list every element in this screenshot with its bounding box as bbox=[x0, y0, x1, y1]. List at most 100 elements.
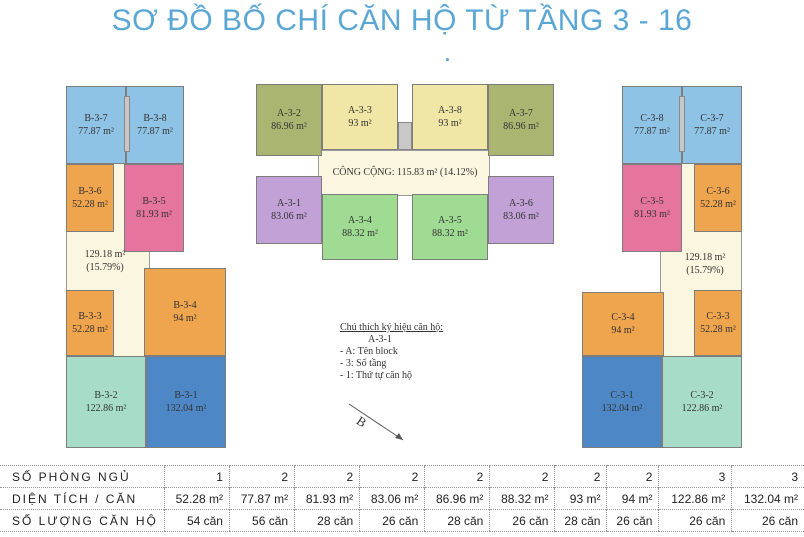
area-unit: m² bbox=[367, 228, 378, 239]
apartment-c-3-4[interactable]: C-3-4 94 m² bbox=[582, 292, 664, 356]
table-cell: 26 căn bbox=[489, 509, 555, 532]
apartment-code: A-3-5 bbox=[438, 215, 462, 226]
apartment-area: 52.28 bbox=[700, 199, 723, 210]
apartment-area: 52.28 bbox=[72, 199, 95, 210]
legend: Chú thích ký hiệu căn hộ: A-3-1 - A: Tên… bbox=[340, 322, 443, 382]
apartment-code: A-3-3 bbox=[348, 105, 372, 116]
apartment-area: 77.87 bbox=[137, 126, 160, 137]
apartment-area: 81.93 bbox=[634, 209, 657, 220]
area-unit: m² bbox=[97, 324, 108, 335]
legend-line: - A: Tên block bbox=[340, 346, 398, 357]
apartment-area: 81.93 bbox=[136, 209, 159, 220]
table-cell: 26 căn bbox=[731, 509, 804, 532]
area-unit: m² bbox=[725, 324, 736, 335]
apartment-b-3-5[interactable]: B-3-5 81.93 m² bbox=[124, 164, 184, 252]
apartment-area: 88.32 bbox=[342, 228, 365, 239]
table-cell: 2 bbox=[228, 465, 295, 488]
area-unit: m² bbox=[725, 199, 736, 210]
apartment-b-3-2[interactable]: B-3-2 122.86 m² bbox=[66, 356, 146, 448]
apartment-area: 86.96 bbox=[503, 121, 526, 132]
apartment-area: 52.28 bbox=[72, 324, 95, 335]
apartment-code: A-3-2 bbox=[277, 108, 301, 119]
area-unit: m² bbox=[659, 126, 670, 137]
table-cell: 77.87 m² bbox=[228, 487, 295, 510]
table-cell: 52.28 m² bbox=[163, 487, 230, 510]
apartment-a-3-7[interactable]: A-3-7 86.96 m² bbox=[488, 84, 554, 156]
area-unit: m² bbox=[623, 325, 635, 336]
area-unit: m² bbox=[162, 126, 173, 137]
table-cell: 86.96 m² bbox=[424, 487, 490, 510]
apartment-c-3-8[interactable]: C-3-8 77.87 m² bbox=[622, 86, 682, 164]
table-cell: 2 bbox=[554, 465, 607, 488]
table-cell: 26 căn bbox=[359, 509, 425, 532]
apartment-area: 88.32 bbox=[432, 228, 455, 239]
apartment-code: B-3-5 bbox=[142, 196, 166, 207]
apartment-code: B-3-2 bbox=[94, 390, 118, 401]
arrow-icon bbox=[348, 403, 404, 441]
title-dot bbox=[446, 58, 449, 61]
apartment-area: 93 bbox=[348, 118, 359, 129]
apartment-c-3-2[interactable]: C-3-2 122.86 m² bbox=[662, 356, 742, 448]
apartment-code: C-3-3 bbox=[706, 311, 730, 322]
apartment-c-3-3[interactable]: C-3-3 52.28 m² bbox=[694, 290, 742, 356]
apartment-area: 52.28 bbox=[700, 324, 723, 335]
apartment-c-3-6[interactable]: C-3-6 52.28 m² bbox=[694, 164, 742, 232]
legend-heading: Chú thích ký hiệu căn hộ: bbox=[340, 322, 444, 333]
area-unit: m² bbox=[103, 126, 114, 137]
apartment-area: 93 bbox=[438, 118, 449, 129]
table-cell: 2 bbox=[489, 465, 555, 488]
apartment-c-3-5[interactable]: C-3-5 81.93 m² bbox=[622, 164, 682, 252]
apartment-area: 86.96 bbox=[271, 121, 294, 132]
table-cell: 94 m² bbox=[606, 487, 659, 510]
apartment-area: 77.87 bbox=[78, 126, 101, 137]
area-unit: m² bbox=[457, 228, 468, 239]
apartment-code: B-3-1 bbox=[174, 390, 198, 401]
table-cell: 81.93 m² bbox=[294, 487, 360, 510]
block-c-common-area: 129.18 m² (15.79%) bbox=[684, 252, 726, 276]
area-unit: m² bbox=[719, 126, 730, 137]
apartment-a-3-8[interactable]: A-3-8 93 m² bbox=[412, 84, 488, 150]
apartment-b-3-6[interactable]: B-3-6 52.28 m² bbox=[66, 164, 114, 232]
block-b-common-area: 129.18 m² (15.79%) bbox=[84, 249, 126, 273]
apartment-a-3-1[interactable]: A-3-1 83.06 m² bbox=[256, 176, 322, 244]
area-unit: m² bbox=[528, 211, 539, 222]
apartment-c-3-7[interactable]: C-3-7 77.87 m² bbox=[682, 86, 742, 164]
apartment-code: B-3-7 bbox=[84, 113, 108, 124]
apartment-b-3-7[interactable]: B-3-7 77.87 m² bbox=[66, 86, 126, 164]
table-cell: 56 căn bbox=[228, 509, 295, 532]
apartment-b-3-3[interactable]: B-3-3 52.28 m² bbox=[66, 290, 114, 356]
summary-table: SỐ PHÒNG NGỦ 1 2 2 2 2 2 2 2 3 3 DIỆN TÍ… bbox=[0, 465, 804, 532]
apartment-area: 132.04 bbox=[601, 403, 630, 414]
apartment-a-3-5[interactable]: A-3-5 88.32 m² bbox=[412, 194, 488, 260]
apartment-b-3-1[interactable]: B-3-1 132.04 m² bbox=[146, 356, 226, 448]
table-row: SỐ LƯỢNG CĂN HỘ 54 căn 56 căn 28 căn 26 … bbox=[0, 509, 804, 532]
page-title: SƠ ĐỒ BỐ CHÍ CĂN HỘ TỪ TẦNG 3 - 16 bbox=[111, 4, 693, 37]
apartment-area: 77.87 bbox=[694, 126, 717, 137]
apartment-a-3-4[interactable]: A-3-4 88.32 m² bbox=[322, 194, 398, 260]
area-unit: m² bbox=[115, 403, 127, 414]
apartment-a-3-2[interactable]: A-3-2 86.96 m² bbox=[256, 84, 322, 156]
area-unit: m² bbox=[711, 403, 723, 414]
apartment-code: A-3-7 bbox=[509, 108, 533, 119]
area-unit: m² bbox=[659, 209, 670, 220]
apartment-b-3-8[interactable]: B-3-8 77.87 m² bbox=[126, 86, 184, 164]
table-cell: 54 căn bbox=[163, 509, 230, 532]
apartment-code: B-3-8 bbox=[143, 113, 167, 124]
apartment-b-3-4[interactable]: B-3-4 94 m² bbox=[144, 268, 226, 356]
area-unit: m² bbox=[185, 313, 197, 324]
legend-line: - 3: Số tầng bbox=[340, 358, 387, 369]
table-cell: 2 bbox=[294, 465, 360, 488]
apartment-code: B-3-6 bbox=[78, 186, 102, 197]
shaft bbox=[679, 96, 685, 152]
apartment-a-3-3[interactable]: A-3-3 93 m² bbox=[322, 84, 398, 150]
table-cell: 2 bbox=[424, 465, 490, 488]
apartment-area: 83.06 bbox=[271, 211, 294, 222]
apartment-area: 77.87 bbox=[634, 126, 657, 137]
table-cell: 93 m² bbox=[554, 487, 607, 510]
table-cell: 2 bbox=[606, 465, 659, 488]
apartment-a-3-6[interactable]: A-3-6 83.06 m² bbox=[488, 176, 554, 244]
apartment-code: B-3-3 bbox=[78, 311, 102, 322]
shaft bbox=[398, 122, 412, 150]
apartment-c-3-1[interactable]: C-3-1 132.04 m² bbox=[582, 356, 662, 448]
apartment-code: A-3-6 bbox=[509, 198, 533, 209]
